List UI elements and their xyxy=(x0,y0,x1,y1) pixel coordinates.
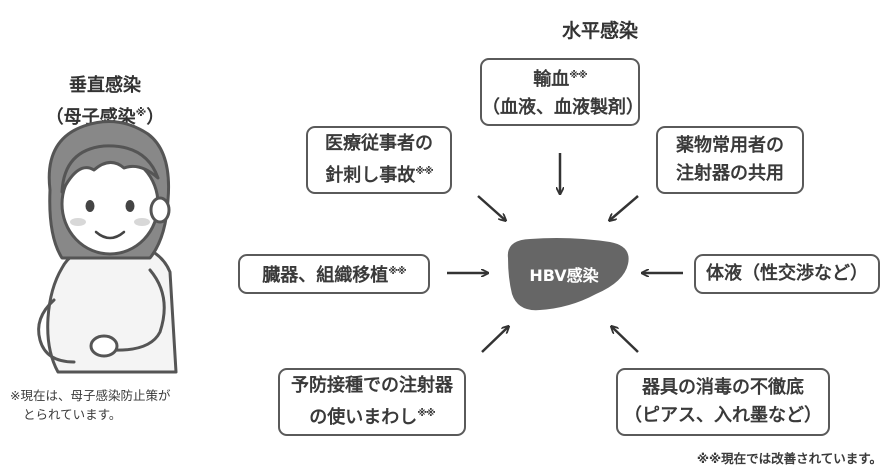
arrow-from-vaccination xyxy=(481,327,508,353)
source-transplant: 臓器、組織移植※※ xyxy=(238,254,430,294)
arrow-from-drugs xyxy=(610,195,639,220)
diagram-title: 水平感染 xyxy=(561,20,638,42)
vertical-infection-note: ※現在は、母子感染防止策が とられています。 xyxy=(10,388,171,422)
hbv-label: HBV感染 xyxy=(529,266,599,285)
improvement-footnote: ※※現在では改善されています。 xyxy=(696,451,882,466)
source-sterilization: 器具の消毒の不徹底 （ピアス、入れ墨など） xyxy=(616,368,830,436)
source-vaccination: 予防接種での注射器 の使いまわし※※ xyxy=(278,368,466,436)
source-drug-users: 薬物常用者の 注射器の共用 xyxy=(656,126,804,194)
liver-blob xyxy=(507,238,629,311)
source-medical-needlestick: 医療従事者の 針刺し事故※※ xyxy=(306,126,452,194)
source-transfusion: 輸血※※ （血液、血液製剤） xyxy=(480,58,644,126)
vertical-infection-heading: 垂直感染 （母子感染※） xyxy=(30,72,180,131)
vertical-infection-title: 垂直感染 xyxy=(69,75,141,96)
arrow-from-sterilization xyxy=(612,327,639,353)
arrow-from-medical xyxy=(477,195,505,220)
source-bodily-fluids: 体液（性交渉など） xyxy=(694,254,880,294)
